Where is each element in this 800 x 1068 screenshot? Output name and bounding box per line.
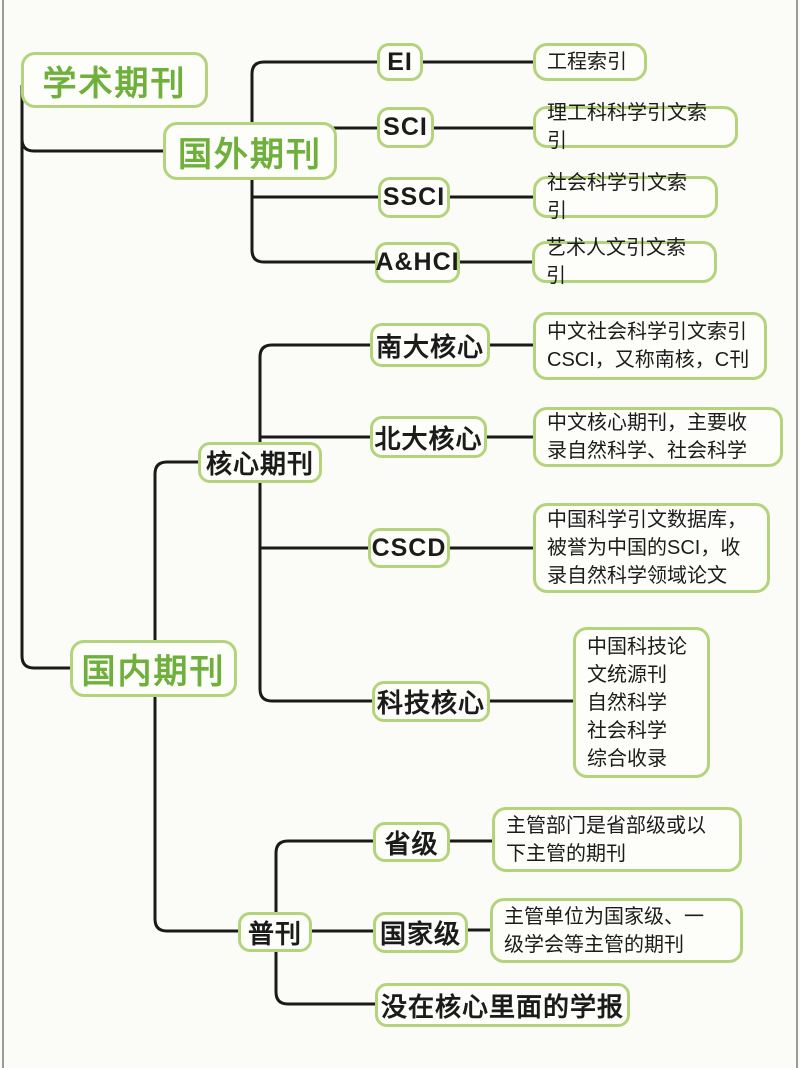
node-scitech-core: 科技核心 <box>372 681 490 722</box>
node-ei: EI <box>377 43 423 81</box>
node-domestic-journals: 国内期刊 <box>70 640 237 697</box>
desc-provincial: 主管部门是省部级或以 下主管的期刊 <box>492 807 742 872</box>
node-national: 国家级 <box>373 912 468 953</box>
node-core-journals: 核心期刊 <box>198 442 322 483</box>
desc-scitech-core: 中国科技论 文统源刊 自然科学 社会科学 综合收录 <box>573 627 710 778</box>
node-general-journals: 普刊 <box>238 912 312 952</box>
node-cscd: CSCD <box>368 528 450 568</box>
desc-nanda-core: 中文社会科学引文索引 CSCI，又称南核，C刊 <box>533 312 767 380</box>
desc-ei: 工程索引 <box>533 43 647 81</box>
left-frame-border <box>2 0 4 1068</box>
node-foreign-journals: 国外期刊 <box>163 122 337 180</box>
node-nanda-core: 南大核心 <box>370 323 490 367</box>
right-frame-border <box>796 0 798 1068</box>
node-provincial: 省级 <box>373 822 450 862</box>
desc-national: 主管单位为国家级、一 级学会等主管的期刊 <box>490 898 743 963</box>
node-ssci: SSCI <box>378 177 450 218</box>
desc-sci: 理工科科学引文索引 <box>533 102 738 152</box>
desc-beida-core: 中文核心期刊，主要收 录自然科学、社会科学 <box>533 407 783 467</box>
node-sci: SCI <box>377 107 434 148</box>
node-ahci: A&HCI <box>375 242 460 283</box>
desc-cscd: 中国科学引文数据库， 被誉为中国的SCI，收 录自然科学领域论文 <box>533 503 770 593</box>
node-non-core-journals: 没在核心里面的学报 <box>375 983 630 1027</box>
node-beida-core: 北大核心 <box>370 416 487 458</box>
desc-ssci: 社会科学引文索引 <box>533 172 718 222</box>
root-node-academic-journals: 学术期刊 <box>21 52 208 108</box>
desc-ahci: 艺术人文引文索引 <box>532 237 717 287</box>
